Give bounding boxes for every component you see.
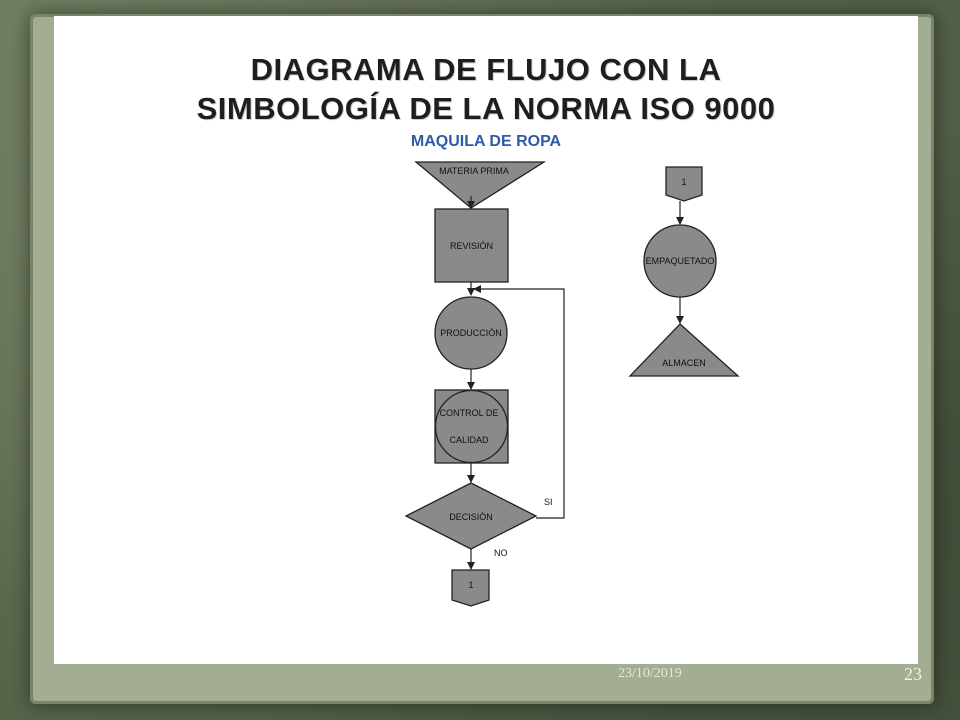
empaquetado-label: EMPAQUETADO <box>646 256 715 266</box>
connector-in-label: 1 <box>681 177 686 187</box>
decision-label: DECISIÓN <box>449 512 493 522</box>
edge-decision-si-loop <box>473 285 565 519</box>
control-label-line2: CALIDAD <box>449 435 489 445</box>
node-revision: REVISIÓN <box>434 208 509 283</box>
connector-out-label: 1 <box>468 580 473 590</box>
revision-label: REVISIÓN <box>450 241 493 251</box>
produccion-label: PRODUCCIÓN <box>440 328 502 338</box>
slide-canvas: DIAGRAMA DE FLUJO CON LA SIMBOLOGÍA DE L… <box>54 16 918 664</box>
node-materia-prima: MATERIA PRIMA <box>414 161 547 209</box>
node-connector-in: 1 <box>665 166 703 202</box>
slide-page-number: 23 <box>904 664 922 684</box>
edge-label-no: NO <box>494 548 508 558</box>
flowchart: MATERIA PRIMA REVISIÓN PRODUCCIÓN CONTRO… <box>404 161 740 607</box>
node-produccion: PRODUCCIÓN <box>434 296 508 370</box>
materia-prima-label: MATERIA PRIMA <box>439 166 509 176</box>
slide-subtitle: MAQUILA DE ROPA <box>410 133 562 150</box>
node-control-calidad: CONTROL DE CALIDAD <box>434 389 509 464</box>
almacen-label: ALMACEN <box>662 358 706 368</box>
node-connector-out: 1 <box>451 569 490 607</box>
node-decision: DECISIÓN <box>404 482 538 550</box>
slide-date: 23/10/2019 <box>618 666 682 681</box>
control-label-line1: CONTROL DE <box>440 408 499 418</box>
node-empaquetado: EMPAQUETADO <box>643 224 717 298</box>
slide-title: DIAGRAMA DE FLUJO CON LA SIMBOLOGÍA DE L… <box>196 52 776 126</box>
edge-label-si: SI <box>544 497 553 507</box>
node-almacen: ALMACEN <box>628 323 740 377</box>
